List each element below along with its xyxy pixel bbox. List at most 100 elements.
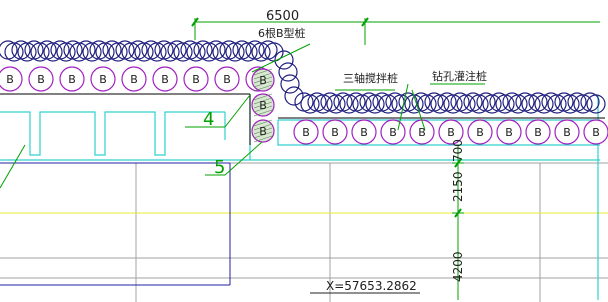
pile-mark: B xyxy=(259,74,267,87)
pile-mark: B xyxy=(302,126,310,139)
mixing-pile-circle xyxy=(17,42,37,62)
mixing-pile-circle xyxy=(4,42,24,62)
mixing-pile-circle xyxy=(391,94,411,114)
blue-wall-outline xyxy=(0,162,231,286)
b-pile: B xyxy=(467,119,493,145)
mixing-pile-circle xyxy=(199,42,219,62)
pile-mark: B xyxy=(259,99,267,112)
mixing-pile-circle xyxy=(134,42,154,62)
mixing-pile-circle xyxy=(238,42,258,62)
mixing-pile-circle xyxy=(173,42,193,62)
pile-row-borders xyxy=(0,93,605,145)
mixing-pile-circle xyxy=(160,42,180,62)
b-pile: B xyxy=(351,119,377,145)
mixing-pile-circle xyxy=(495,94,515,114)
b-pile: B xyxy=(496,119,522,145)
pile-mark: B xyxy=(360,126,368,139)
mixing-pile-circle xyxy=(274,50,294,70)
pile-mark: B xyxy=(505,126,513,139)
mixing-pile-circle xyxy=(121,42,141,62)
pile-mark: B xyxy=(68,73,76,86)
b-pile: B xyxy=(525,119,551,145)
dimension-2150: 2150 xyxy=(451,171,465,202)
b-pile: B xyxy=(409,119,435,145)
callout-5: 5 xyxy=(214,157,225,178)
b-pile: B xyxy=(28,66,54,92)
mixing-pile-circle xyxy=(534,94,554,114)
mixing-pile-circle xyxy=(580,92,600,112)
dimension-ticks xyxy=(191,17,462,218)
three-axis-mixing-pile-chain xyxy=(0,40,606,114)
mixing-pile-circle xyxy=(56,42,76,62)
mixing-pile-circle xyxy=(147,42,167,62)
pile-mark: B xyxy=(331,126,339,139)
mixing-pile-circle xyxy=(352,94,372,114)
mixing-pile-circle xyxy=(278,62,298,82)
mixing-pile-circle xyxy=(573,94,593,114)
b-pile: B xyxy=(583,119,608,145)
mixing-pile-circle xyxy=(521,94,541,114)
mixing-pile-circle xyxy=(365,94,385,114)
mixing-pile-circle xyxy=(430,94,450,114)
mixing-pile-circle xyxy=(30,42,50,62)
background-grid xyxy=(0,162,608,302)
b-pile: B xyxy=(380,119,406,145)
b-pile: B xyxy=(0,66,23,92)
mixing-pile-circle xyxy=(456,94,476,114)
mixing-pile-circle xyxy=(443,94,463,114)
pile-mark: B xyxy=(99,73,107,86)
mixing-pile-circle xyxy=(251,42,271,62)
label-bored-cast-pile: 钻孔灌注桩 xyxy=(432,69,487,83)
pile-mark: B xyxy=(161,73,169,86)
bored-pile-row: BBBBBBBBBBBBBBBBBBBBBBB xyxy=(0,66,608,145)
mixing-pile-circle xyxy=(547,94,567,114)
mixing-pile-circle xyxy=(95,42,115,62)
mixing-pile-circle xyxy=(300,94,320,114)
pile-mark: B xyxy=(476,126,484,139)
hatched-b-pile: B xyxy=(251,68,275,92)
b-pile: B xyxy=(438,119,464,145)
mixing-pile-circle xyxy=(482,94,502,114)
mixing-pile-circle xyxy=(186,42,206,62)
b-pile: B xyxy=(322,119,348,145)
mixing-pile-circle xyxy=(284,86,304,106)
b-pile: B xyxy=(293,119,319,145)
pile-mark: B xyxy=(259,125,267,138)
pile-mark: B xyxy=(592,126,600,139)
pile-mark: B xyxy=(418,126,426,139)
hatched-b-pile: B xyxy=(251,93,275,117)
callout-4: 4 xyxy=(203,109,214,130)
pile-mark: B xyxy=(6,73,14,86)
mixing-pile-circle xyxy=(417,94,437,114)
b-pile: B xyxy=(59,66,85,92)
mixing-pile-circle xyxy=(69,42,89,62)
b-pile: B xyxy=(183,66,209,92)
b-pile: B xyxy=(121,66,147,92)
pile-mark: B xyxy=(389,126,397,139)
dimension-700: 700 xyxy=(451,139,465,162)
dimension-6500: 6500 xyxy=(266,9,299,24)
mixing-pile-circle xyxy=(212,42,232,62)
mixing-pile-circle xyxy=(43,42,63,62)
mixing-pile-circle xyxy=(378,94,398,114)
mixing-pile-circle xyxy=(339,94,359,114)
dimension-4200: 4200 xyxy=(451,251,465,282)
mixing-pile-circle xyxy=(313,94,333,114)
pile-mark: B xyxy=(534,126,542,139)
pile-mark: B xyxy=(37,73,45,86)
label-three-axis-mixing-pile: 三轴搅拌桩 xyxy=(343,71,398,85)
b-pile: B xyxy=(554,119,580,145)
label-6-b-piles: 6根B型桩 xyxy=(258,26,306,40)
mixing-pile-circle xyxy=(225,42,245,62)
pile-mark: B xyxy=(563,126,571,139)
mixing-pile-circle xyxy=(258,40,278,60)
mixing-pile-circle xyxy=(508,94,528,114)
mixing-pile-circle xyxy=(280,74,300,94)
mixing-pile-circle xyxy=(586,94,606,114)
dimension-lines xyxy=(0,18,600,300)
mixing-pile-circle xyxy=(560,94,580,114)
mixing-pile-circle xyxy=(326,94,346,114)
mixing-pile-circle xyxy=(108,42,128,62)
hatched-b-pile: B xyxy=(251,119,275,143)
